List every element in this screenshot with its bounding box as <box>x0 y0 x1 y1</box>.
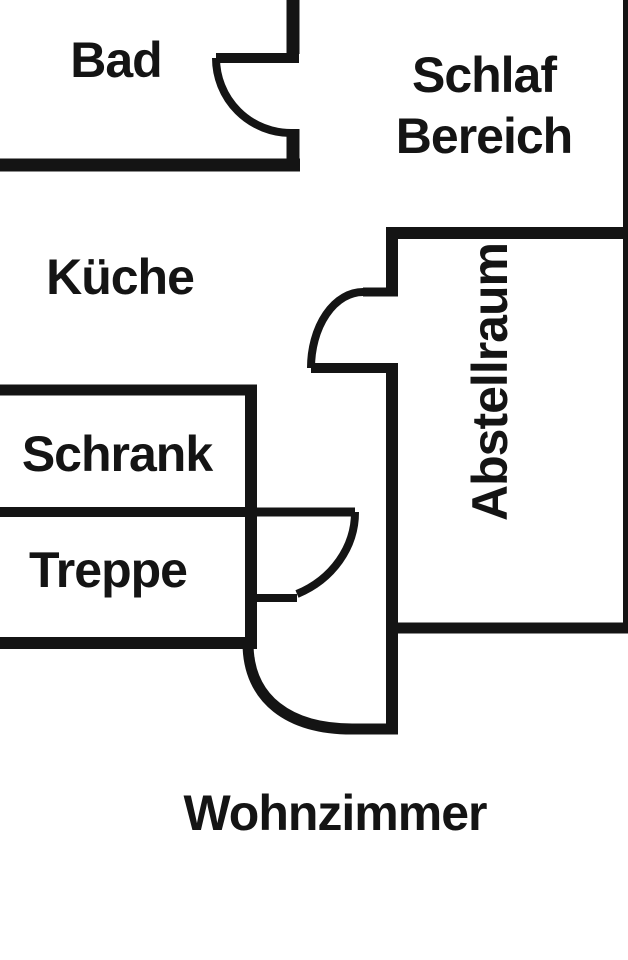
room-label-bad: Bad <box>70 32 162 88</box>
bad-door-arc <box>212 57 292 137</box>
room-label-kueche: Küche <box>46 249 195 305</box>
wohnzimmer-curved-wall <box>242 642 398 735</box>
room-label-schlaf-line2: Bereich <box>395 108 573 164</box>
treppe-door-arc <box>295 511 360 598</box>
room-label-wohnzimmer: Wohnzimmer <box>183 785 488 841</box>
room-label-treppe: Treppe <box>29 542 188 598</box>
room-label-schlaf-line1: Schlaf <box>411 47 557 103</box>
room-label-schlaf-bereich: Schlaf Bereich <box>395 45 573 167</box>
room-label-abstellraum: Abstellraum <box>462 243 518 521</box>
kueche-door-arc <box>307 288 364 369</box>
room-label-schrank: Schrank <box>21 426 213 482</box>
